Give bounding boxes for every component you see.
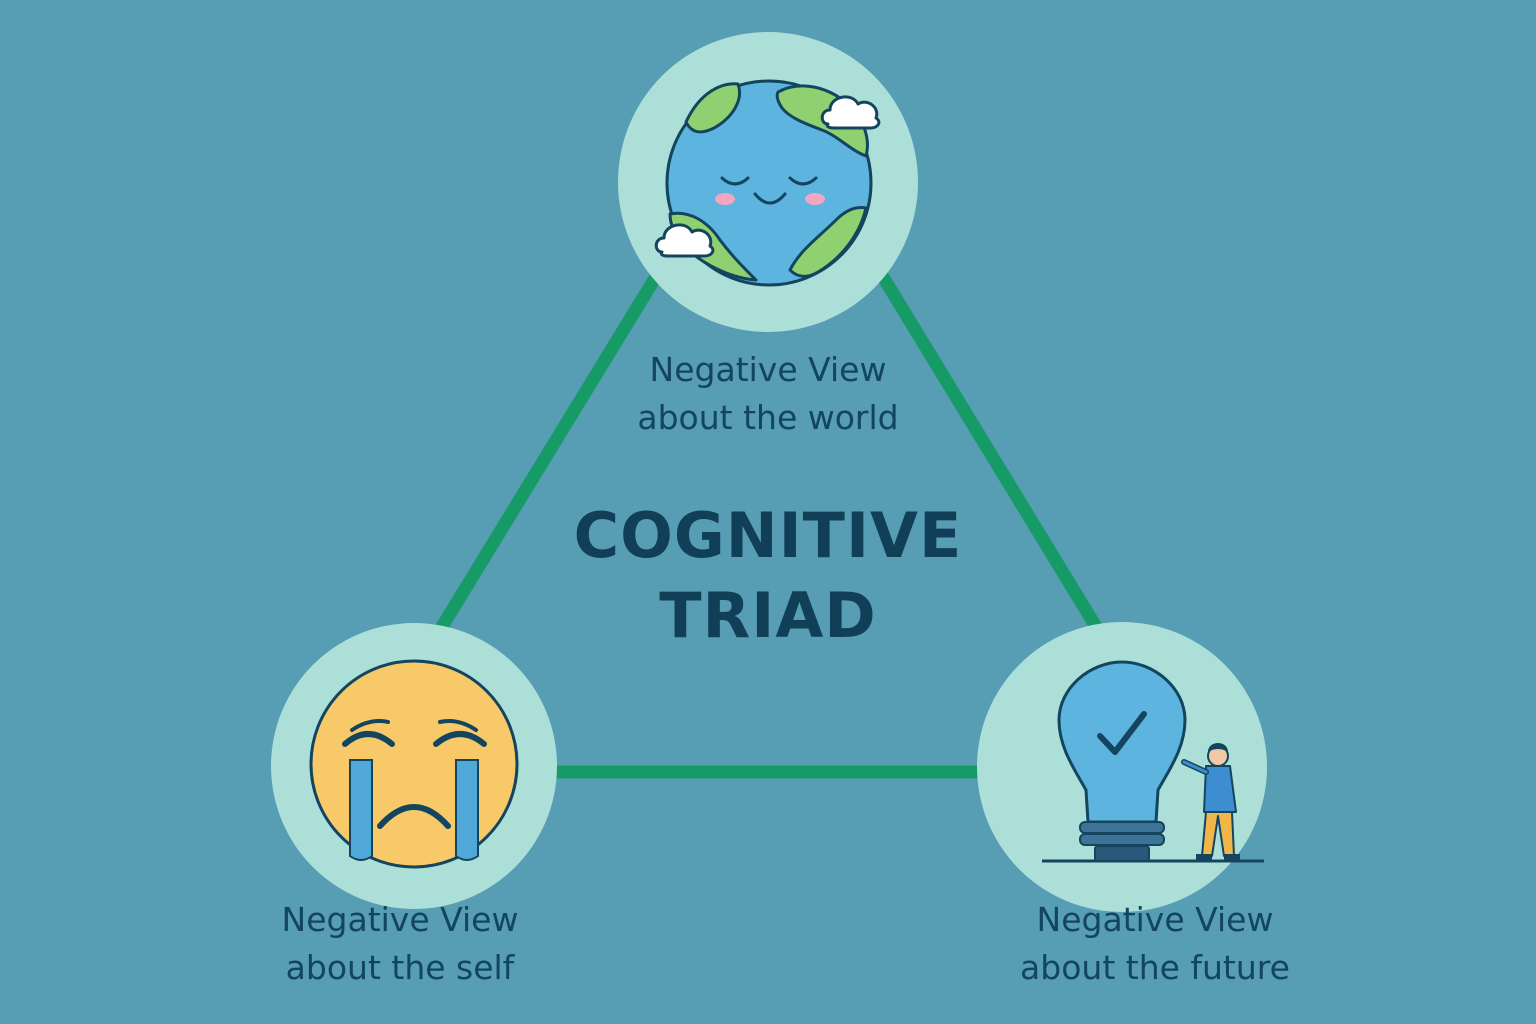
label-future-line-1: Negative View <box>1036 900 1274 939</box>
label-world-line-2: about the world <box>637 398 899 437</box>
label-world: Negative View about the world <box>568 346 968 442</box>
edge-world-future <box>873 265 1105 637</box>
smiling-earth-icon <box>654 79 881 287</box>
label-self: Negative View about the self <box>200 896 600 992</box>
lightbulb-with-person-icon <box>1042 660 1264 863</box>
node-self <box>271 623 557 909</box>
crying-face-icon <box>309 659 519 869</box>
label-world-line-1: Negative View <box>649 350 887 389</box>
label-future: Negative View about the future <box>955 896 1355 992</box>
label-self-line-2: about the self <box>285 948 515 987</box>
node-world <box>618 32 918 332</box>
triangle-edges <box>433 263 1105 779</box>
title-line-1: COGNITIVE <box>573 499 963 572</box>
diagram-title: COGNITIVE TRIAD <box>468 496 1068 656</box>
title-line-2: TRIAD <box>659 579 877 652</box>
node-future <box>977 622 1267 912</box>
edge-world-self <box>433 263 667 637</box>
label-future-line-2: about the future <box>1020 948 1290 987</box>
label-self-line-1: Negative View <box>281 900 519 939</box>
